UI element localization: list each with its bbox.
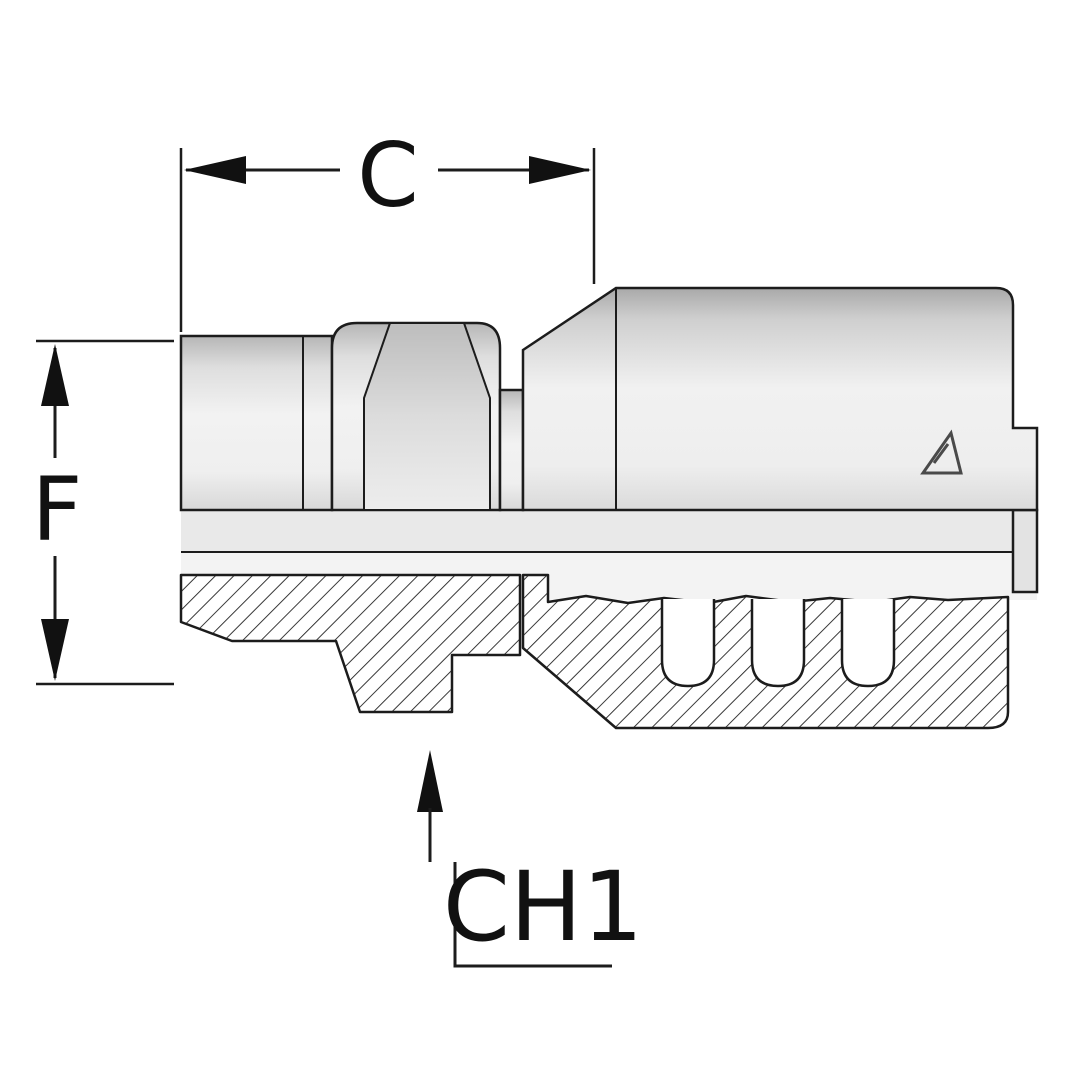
crimp-notch: [660, 599, 716, 688]
neck: [498, 388, 525, 512]
leader-bracket-ch1: [453, 862, 612, 968]
crimp-notch: [840, 599, 896, 688]
arrowhead-up-icon: [417, 750, 443, 812]
arrowhead-left-icon: [184, 156, 246, 184]
arrowhead-down-icon: [41, 619, 69, 681]
outside-view: [179, 286, 1039, 512]
crimp-notch: [750, 599, 806, 688]
section-view: [179, 508, 1039, 730]
triangle-logo-icon: [920, 429, 963, 475]
callout-ch1: [417, 750, 612, 968]
bore-band: [181, 510, 1037, 552]
dimension-f-label: F: [32, 458, 83, 561]
dimension-f: [36, 339, 174, 686]
dimension-c: [179, 148, 596, 332]
arrowhead-up-icon: [41, 344, 69, 406]
callout-ch1-label: CH1: [443, 851, 643, 963]
ferrule-shell: [521, 286, 1039, 512]
thread-hex-section-hatch: [179, 573, 522, 714]
arrowhead-right-icon: [529, 156, 591, 184]
end-cap-lower: [1011, 508, 1039, 594]
hex-corner-face: [363, 322, 491, 511]
dimension-c-label: C: [357, 124, 418, 227]
thread-cylinder: [179, 334, 334, 512]
